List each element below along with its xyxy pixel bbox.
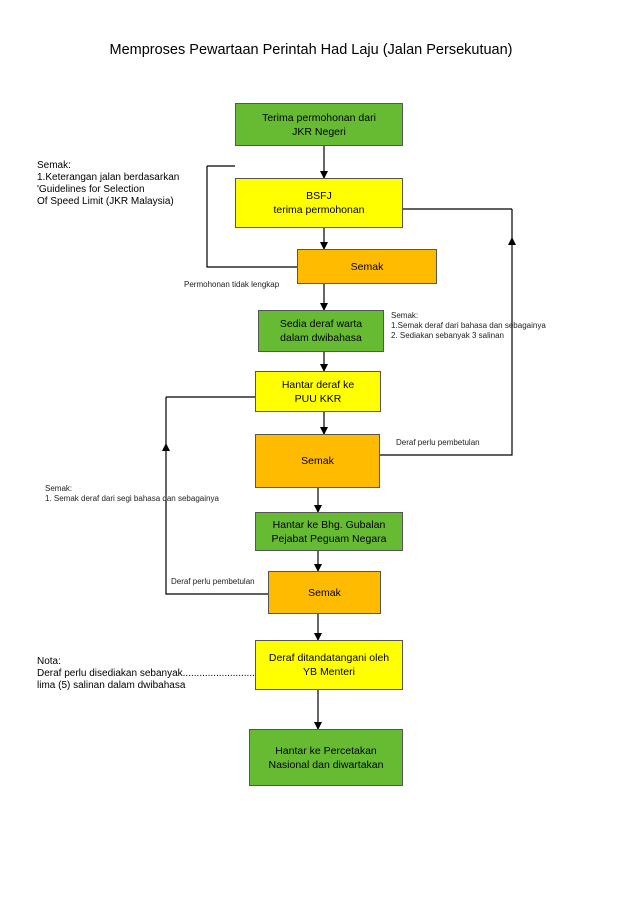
step-sedia-deraf: Sedia deraf warta dalam dwibahasa [258, 310, 384, 352]
step-hantar-percetakan: Hantar ke Percetakan Nasional dan diwart… [249, 729, 403, 786]
note-semak-bahasa: Semak: 1. Semak deraf dari segi bahasa d… [45, 484, 219, 503]
step-hantar-puu: Hantar deraf ke PUU KKR [255, 371, 381, 412]
step-semak-2: Semak [255, 434, 380, 488]
label-deraf-perlu-pembetulan-2: Deraf perlu pembetulan [171, 577, 255, 586]
label-deraf-perlu-pembetulan-1: Deraf perlu pembetulan [396, 438, 480, 447]
loop-line-left-top [206, 166, 297, 268]
page-title: Memproses Pewartaan Perintah Had Laju (J… [109, 42, 513, 58]
loop-line-left-bottom [162, 443, 268, 595]
step-semak-3: Semak [268, 571, 381, 614]
label-permohonan-tidak-lengkap: Permohonan tidak lengkap [184, 280, 280, 289]
loop-line-right [380, 237, 516, 456]
step-hantar-gubalan: Hantar ke Bhg. Gubalan Pejabat Peguam Ne… [255, 512, 403, 551]
step-deraf-ditandatangani: Deraf ditandatangani oleh YB Menteri [255, 640, 403, 690]
step-terima-permohonan: Terima permohonan dari JKR Negeri [235, 103, 403, 146]
note-semak-deraf: Semak: 1.Semak deraf dari bahasa dan seb… [391, 311, 546, 340]
step-bsfj-terima: BSFJ terima permohonan [235, 178, 403, 228]
note-semak-guidelines: Semak: 1.Keterangan jalan berdasarkan 'G… [37, 160, 180, 207]
step-semak-1: Semak [297, 249, 437, 284]
note-nota-salinan: Nota: Deraf perlu disediakan sebanyak...… [37, 656, 255, 691]
